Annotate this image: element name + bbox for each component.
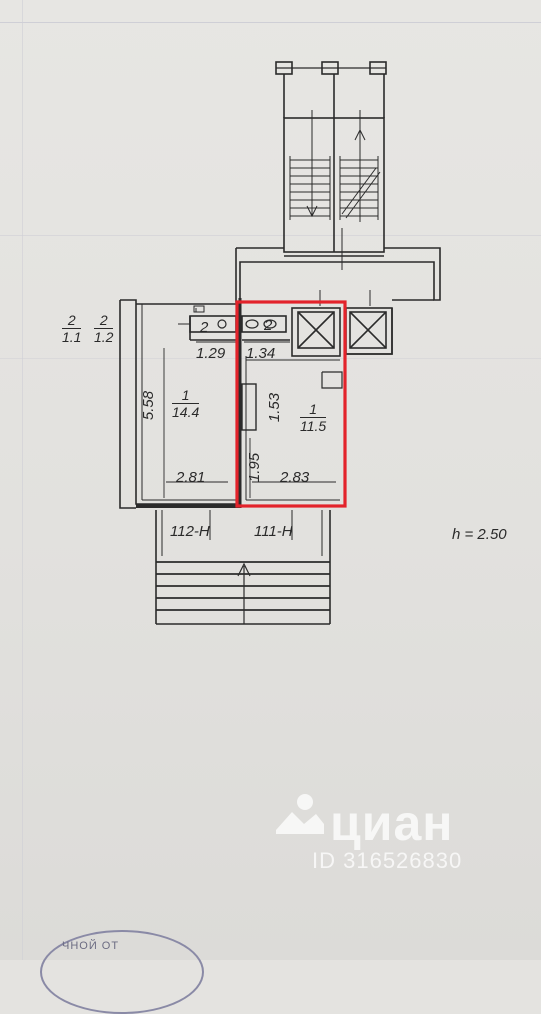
right-room-lower-dim: 1.95 — [246, 452, 264, 483]
paper-line — [22, 0, 23, 960]
door-label-112: 112-H — [170, 523, 210, 540]
left-room-width-dim: 2.81 — [176, 469, 206, 486]
right-room-area-fraction: 1 11.5 — [300, 401, 327, 434]
watermark-brand: циан — [330, 795, 454, 851]
corner-fraction-2: 2 1.2 — [94, 312, 114, 345]
paper-line — [0, 22, 541, 23]
small-room-left-label: 2 — [200, 319, 209, 336]
selected-room-outline — [235, 300, 347, 508]
small-room-right-dim: 1.34 — [246, 345, 276, 362]
ceiling-height: h = 2.50 — [452, 526, 507, 543]
paper-line — [0, 358, 541, 359]
paper-line — [0, 235, 541, 236]
small-room-right-label: 2 — [264, 317, 273, 334]
left-room-height-dim: 5.58 — [140, 390, 158, 421]
stamp-text: ЧНОЙ ОТ — [62, 940, 120, 952]
right-room-inner-dim: 1.53 — [266, 392, 284, 423]
door-label-111: 111-H — [254, 523, 293, 540]
right-room-width-dim: 2.83 — [280, 469, 310, 486]
left-room-area-fraction: 1 14.4 — [172, 387, 200, 420]
corner-fraction-1: 2 1.1 — [62, 312, 82, 345]
wall-outer-bottom — [136, 504, 240, 508]
small-room-left-dim: 1.29 — [196, 345, 226, 362]
floor-plan-drawing — [119, 61, 441, 625]
watermark-logo-icon — [272, 790, 326, 840]
watermark-id: ID 316526830 — [312, 848, 463, 873]
